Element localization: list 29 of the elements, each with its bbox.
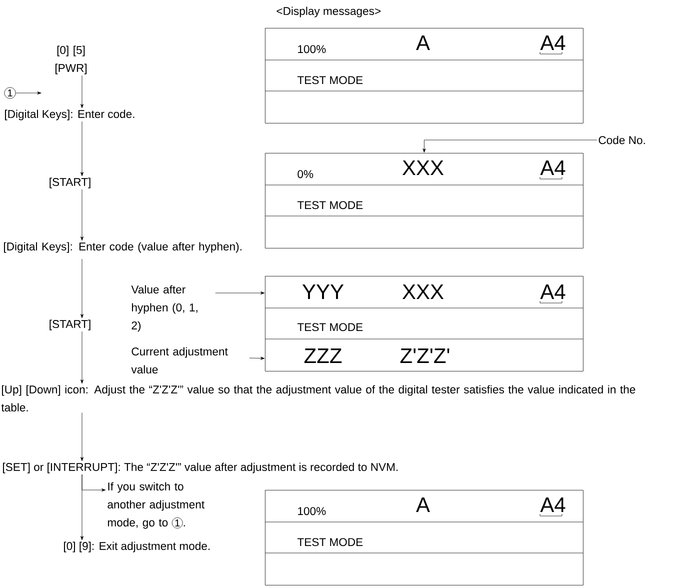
arrow bbox=[80, 314, 84, 318]
step-text: [Up] [Down] icon: Adjust the “Z'Z'Z'” value so that the adjustment value of the digital tester satisfies the value indicated in the table. bbox=[1, 385, 636, 412]
heading: <Display messages> bbox=[276, 6, 380, 18]
step-text: [SET] or [INTERRUPT]: The “Z'Z'Z'” value after adjustment is recorded to NVM. bbox=[3, 462, 398, 474]
leader-line bbox=[422, 140, 598, 153]
step-text: [0] [5] [PWR] bbox=[55, 46, 87, 74]
display-panel: YYY XXX A4 TEST MODE ZZZ Z'Z'Z' bbox=[264, 276, 584, 372]
step-text: [Digital Keys]: Enter code (value after hyphen). bbox=[4, 242, 242, 253]
display-panel: 100% A A4 TEST MODE bbox=[264, 490, 584, 586]
leader-line bbox=[215, 291, 265, 294]
callout-text: Current adjustment value bbox=[131, 347, 228, 374]
arrow bbox=[16, 92, 42, 94]
display-panel: 100% A A4 TEST MODE bbox=[264, 28, 584, 124]
arrow bbox=[82, 474, 106, 492]
step-text: [0] [9]: Exit adjustment mode. bbox=[64, 542, 210, 552]
leader-line bbox=[249, 356, 265, 360]
arrow bbox=[80, 75, 84, 108]
arrow bbox=[80, 121, 84, 176]
arrow bbox=[80, 189, 84, 241]
circled-number: 1 bbox=[4, 87, 16, 99]
callout-text: Value after hyphen (0, 1, 2) bbox=[131, 285, 198, 332]
arrow bbox=[80, 412, 84, 462]
note-text: If you switch to another adjustment mode, go to 1 . bbox=[108, 482, 204, 529]
arrow bbox=[80, 331, 84, 384]
step-text: [Digital Keys]: Enter code. bbox=[5, 110, 134, 120]
callout-text: Code No. bbox=[598, 136, 645, 144]
display-panel: 0% XXX A4 TEST MODE bbox=[264, 153, 584, 248]
step-text: [START] bbox=[50, 320, 90, 330]
step-text: [START] bbox=[50, 178, 90, 188]
